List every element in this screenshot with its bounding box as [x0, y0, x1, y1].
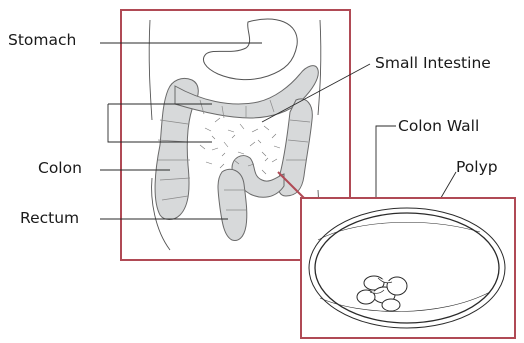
colon-wall-label: Colon Wall [398, 119, 479, 135]
rectum-label: Rectum [20, 211, 79, 227]
stomach-organ [203, 19, 297, 80]
colon-wall-leader [376, 126, 396, 204]
colon-organ [155, 66, 318, 241]
stomach-label: Stomach [8, 33, 76, 49]
colon-label: Colon [38, 161, 82, 177]
inset-frame [301, 198, 515, 338]
polyp-label: Polyp [456, 160, 498, 176]
small-intestine-label: Small Intestine [375, 56, 491, 72]
